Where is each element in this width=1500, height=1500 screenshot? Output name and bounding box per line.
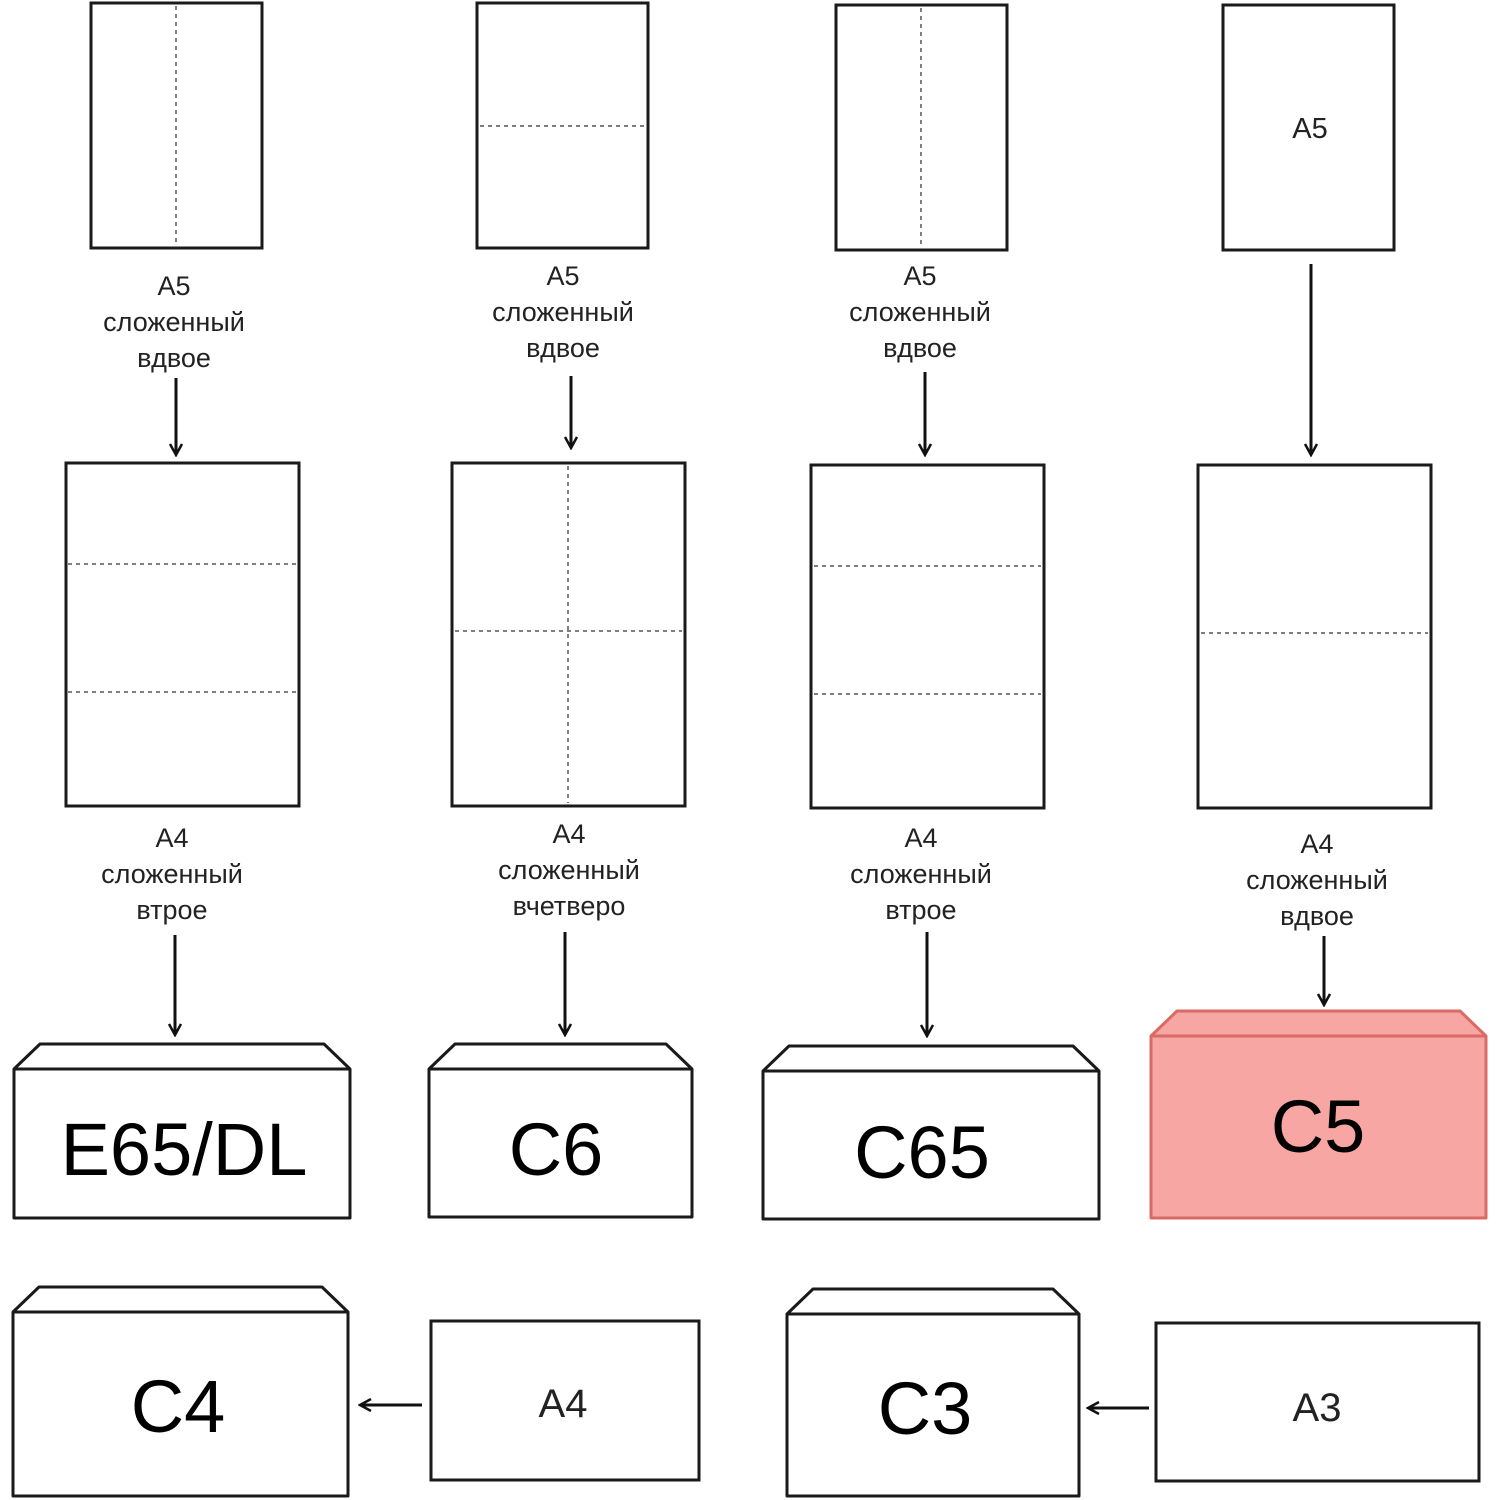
caption-line: сложенный: [849, 297, 991, 327]
caption-line: сложенный: [103, 307, 245, 337]
caption-line: втрое: [885, 895, 956, 925]
sheet-label: A3: [1293, 1386, 1342, 1430]
caption-line: сложенный: [850, 859, 992, 889]
caption-line: сложенный: [1246, 865, 1388, 895]
sheet-label: A5: [1292, 113, 1327, 145]
caption-line: сложенный: [498, 855, 640, 885]
a4-sheet: [429, 1319, 701, 1482]
sheet-label: A4: [539, 1382, 588, 1426]
caption-line: вчетверо: [513, 891, 626, 921]
a3-sheet: [1154, 1321, 1481, 1483]
caption-line: A5: [546, 261, 579, 291]
caption-line: A4: [904, 823, 937, 853]
envelope-label: C65: [854, 1111, 990, 1194]
column-1: A5 сложенный вдвое A4 сложенный втрое E6…: [12, 1, 352, 1220]
column-2: A5 сложенный вдвое A4 сложенный вчетверо…: [427, 1, 694, 1219]
caption-line: A5: [157, 271, 190, 301]
envelope-label: C4: [131, 1365, 226, 1448]
caption-line: A4: [155, 823, 188, 853]
caption-line: A4: [1300, 829, 1333, 859]
column-3: A5 сложенный вдвое A4 сложенный втрое C6…: [761, 3, 1101, 1221]
caption-line: сложенный: [101, 859, 243, 889]
a4-sheet: [809, 463, 1046, 810]
envelope-label: C5: [1271, 1085, 1366, 1168]
envelope-label: C6: [509, 1108, 604, 1191]
a5-sheet: [1221, 3, 1396, 252]
caption-line: A4: [552, 819, 585, 849]
caption-line: сложенный: [492, 297, 634, 327]
a4-sheet: [64, 461, 301, 808]
a4-sheet: [1196, 463, 1433, 810]
bottom-pair-1: C4 A4: [11, 1285, 701, 1498]
caption-line: вдвое: [1280, 901, 1354, 931]
bottom-pair-2: C3 A3: [785, 1287, 1481, 1498]
caption-line: втрое: [136, 895, 207, 925]
caption-line: вдвое: [526, 333, 600, 363]
caption-line: вдвое: [137, 343, 211, 373]
caption-line: A5: [903, 261, 936, 291]
envelope-label: E65/DL: [61, 1108, 308, 1191]
column-4: A5 A4 сложенный вдвое C5: [1149, 3, 1488, 1220]
caption-line: вдвое: [883, 333, 957, 363]
envelope-label: C3: [878, 1367, 973, 1450]
